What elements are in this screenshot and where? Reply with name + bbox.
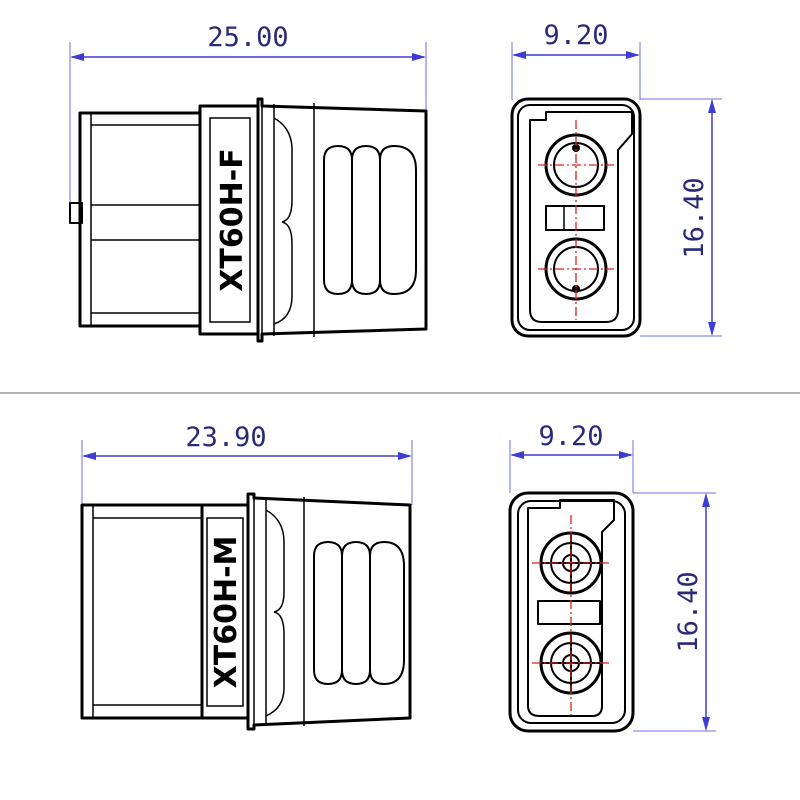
female-contact-top-slot (572, 144, 580, 152)
female-height-arrow-top (708, 99, 716, 113)
male-front-cavity (527, 499, 615, 717)
female-width-arrow-left (512, 51, 526, 59)
female-front-inner (517, 104, 635, 331)
male-length-arrow-right (398, 452, 412, 460)
male-grip-shell (246, 492, 412, 731)
female-side-view: 25.00 XT60H-F (69, 22, 428, 343)
female-width-value: 9.20 (543, 20, 608, 51)
female-front-housing (78, 111, 202, 328)
female-grip-shell (256, 97, 428, 343)
female-front-outer (510, 97, 642, 338)
female-height-arrow-bottom (708, 322, 716, 336)
male-width-arrow-left (510, 451, 524, 459)
female-front-cavity (529, 111, 633, 323)
female-contact-bottom-slot (572, 285, 580, 293)
female-length-arrow-right (412, 53, 426, 61)
male-height-value: 16.40 (673, 571, 704, 652)
male-front-housing (80, 503, 204, 720)
male-length-value: 23.90 (185, 422, 266, 453)
female-label-frame (209, 117, 251, 323)
male-front-outer (508, 491, 635, 733)
male-grip-rib-3 (369, 541, 405, 685)
male-center-key (537, 600, 601, 625)
male-shell-contour (265, 509, 285, 717)
male-height-arrow-top (702, 493, 710, 507)
female-length-value: 25.00 (207, 22, 288, 53)
female-center-key (545, 205, 605, 231)
male-side-view: 23.90 XT60H-M (80, 422, 413, 731)
female-shell-contour (273, 117, 293, 325)
female-part-label: XT60H-F (215, 148, 250, 291)
male-width-arrow-right (619, 451, 633, 459)
male-label-frame (206, 517, 244, 707)
female-width-arrow-right (626, 51, 640, 59)
female-grip-rib-3 (379, 145, 417, 295)
male-width-value: 9.20 (538, 421, 603, 452)
male-part-label: XT60H-M (209, 536, 244, 689)
female-grip-rib-2 (351, 145, 381, 295)
female-front-view: 9.20 16.40 (510, 20, 722, 338)
female-length-arrow-left (70, 53, 84, 61)
male-length-arrow-left (82, 452, 96, 460)
female-height-value: 16.40 (679, 177, 710, 258)
male-front-view: 9.20 16.40 (508, 421, 716, 733)
female-pin-stub (69, 202, 83, 224)
male-height-arrow-bottom (702, 717, 710, 731)
female-grip-rib-1 (323, 145, 353, 295)
male-grip-rib-1 (313, 541, 343, 685)
male-grip-rib-2 (341, 541, 371, 685)
